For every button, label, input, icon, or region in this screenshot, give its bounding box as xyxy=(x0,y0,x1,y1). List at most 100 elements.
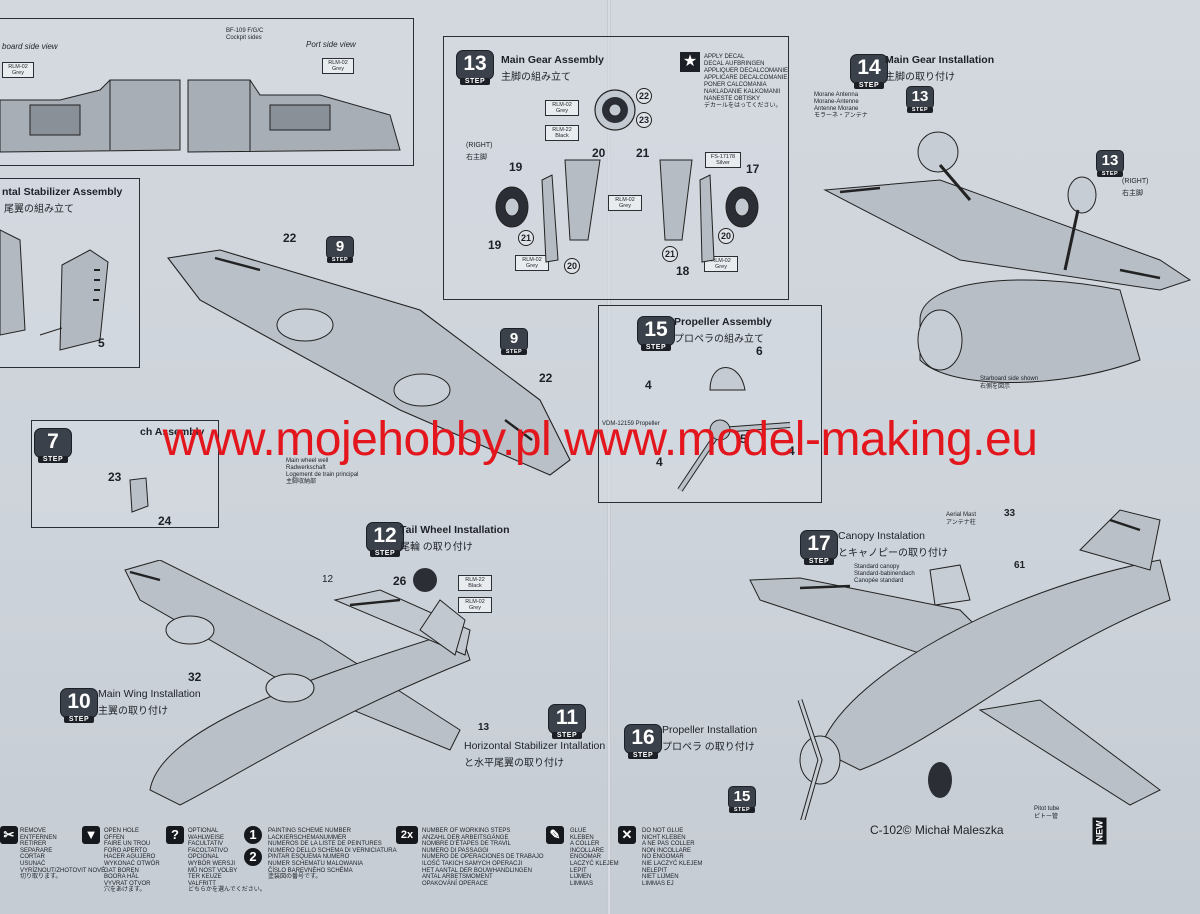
part-number: 5 xyxy=(98,336,105,350)
step13-title: Main Gear Assembly xyxy=(501,54,604,66)
propeller-type: VDM-12159 Propeller xyxy=(602,421,660,427)
step17-title-jp: とキャノピーの取り付け xyxy=(838,548,948,559)
step16-badge: 16 STEP xyxy=(624,724,662,759)
part-number: 21 xyxy=(518,230,534,246)
cockpit-caption-sub: BF-109 F/G/C Cockpit sides xyxy=(226,28,264,41)
part-number: 24 xyxy=(158,514,172,528)
step-label: STEP xyxy=(37,456,69,463)
step11-badge: 11 STEP xyxy=(548,704,586,739)
step-number: 15 xyxy=(637,316,675,346)
step-label: STEP xyxy=(369,550,401,557)
part-number: 12 xyxy=(322,574,334,585)
part-number: 17 xyxy=(746,162,760,176)
painting-scheme-icon: 2 xyxy=(244,848,262,866)
step13-title-jp: 主脚の組み立て xyxy=(501,72,571,83)
step-number: 11 xyxy=(548,704,586,734)
part-number: 26 xyxy=(393,574,407,588)
paint-callout: RLM-22 Black xyxy=(545,125,579,141)
brand-logo: NEW xyxy=(1092,817,1107,845)
open-hole-icon: ▼ xyxy=(82,826,100,844)
step-number: 17 xyxy=(800,530,838,560)
step15-title: Propeller Assembly xyxy=(674,316,772,328)
right-label: (RIGHT) xyxy=(466,142,493,149)
step-number: 12 xyxy=(366,522,404,552)
paint-callout: RLM-02 Grey xyxy=(608,195,642,211)
part-number: 4 xyxy=(645,378,652,392)
part-number: 20 xyxy=(564,258,580,274)
working-steps-icon: 2x xyxy=(396,826,418,844)
paint-callout: RLM-22 Black xyxy=(458,575,492,591)
step17-badge: 17 STEP xyxy=(800,530,838,565)
step13-badge: 13 STEP xyxy=(456,50,494,85)
part-number: 5 xyxy=(740,432,747,446)
right-label-jp: 右主脚 xyxy=(466,154,487,161)
paint-callout: RLM-02 Grey xyxy=(545,100,579,116)
step-label: STEP xyxy=(63,716,95,723)
step17-title: Canopy Instalation xyxy=(838,530,925,542)
part-number: 19 xyxy=(488,238,502,252)
step14-badge: 14 STEP xyxy=(850,54,888,89)
wing-drawing xyxy=(167,249,571,476)
paint-callout: RLM-02 Grey xyxy=(322,58,354,74)
step15-badge: 15 STEP xyxy=(637,316,675,351)
step15-panel xyxy=(598,305,822,503)
fuselage-wing-drawing xyxy=(124,560,471,806)
step-number: 7 xyxy=(34,428,72,458)
copyright-text: C-102© Michał Maleszka xyxy=(870,823,1004,837)
step10-title-jp: 主翼の取り付け xyxy=(98,706,168,717)
step12-badge: 12 STEP xyxy=(366,522,404,557)
step7-badge: 7 STEP xyxy=(34,428,72,463)
fuselage-gear-install-drawing xyxy=(823,131,1192,383)
glue-icon: ✎ xyxy=(546,826,564,844)
step-number: 10 xyxy=(60,688,98,718)
cockpit-side-drawing xyxy=(0,79,401,153)
step12-title: Tail Wheel Installation xyxy=(400,524,510,536)
part-number: 21 xyxy=(636,146,650,160)
step16-title-jp: プロペラ の取り付け xyxy=(662,742,755,753)
step-label: STEP xyxy=(803,558,835,565)
right-label-jp: 右主脚 xyxy=(1122,190,1143,197)
step15-title-jp: プロペラの組み立て xyxy=(674,334,764,345)
part-number: 23 xyxy=(636,112,652,128)
part-number: 4 xyxy=(656,455,663,469)
step10-badge: 10 STEP xyxy=(60,688,98,723)
part-number: 61 xyxy=(1014,560,1026,571)
starboard-note-jp: 右側を図示 xyxy=(980,384,1011,390)
part-number: 4 xyxy=(788,444,795,458)
aerial-mast-label: Aerial Mast xyxy=(946,512,977,518)
part-number: 6 xyxy=(756,344,763,358)
main-gear-drawing xyxy=(495,89,759,263)
step16-title: Propeller Installation xyxy=(662,724,758,736)
stabilizer-title-jp: 尾翼の組み立て xyxy=(4,204,74,215)
step10-title: Main Wing Installation xyxy=(98,688,201,700)
no-glue-icon: ✕ xyxy=(618,826,636,844)
step-label: STEP xyxy=(551,732,583,739)
part-number: 21 xyxy=(662,246,678,262)
step7-title: ch Assembly xyxy=(140,426,205,438)
part-number: 22 xyxy=(636,88,652,104)
step11-title-jp: と水平尾翼の取り付け xyxy=(464,758,564,769)
watermark-text: www.mojehobby.pl www.model-making.eu xyxy=(162,413,1038,466)
paint-callout: RLM-02 Grey xyxy=(2,62,34,78)
paint-callout: RLM-02 Grey xyxy=(458,597,492,613)
starboard-note: Starboard side shown xyxy=(980,376,1039,382)
decal-icon: ★ xyxy=(680,52,700,72)
step-number: 13 xyxy=(456,50,494,80)
paint-callout: RLM-02 Grey xyxy=(515,255,549,271)
part-number: 19 xyxy=(509,160,523,174)
propeller-drawing xyxy=(677,367,791,492)
step11-title: Horizontal Stabilizer Intallation xyxy=(464,740,606,752)
cockpit-caption-left: board side view xyxy=(2,42,58,51)
complete-aircraft-drawing xyxy=(749,509,1171,820)
